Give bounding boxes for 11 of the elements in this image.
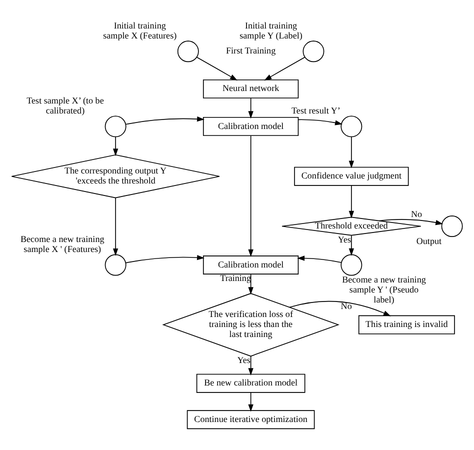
edge-label: No xyxy=(410,209,422,220)
node-label: Test result Y’ xyxy=(292,106,340,116)
node-label: Initial training sample X (Features) xyxy=(103,20,177,40)
node-label: Initial training sample Y (Label) xyxy=(240,20,302,40)
node-label: Output xyxy=(416,236,442,246)
edge-label: Yes xyxy=(338,234,352,244)
node-label: Become a new training sample X ' (Features) xyxy=(20,234,104,254)
node-label: Test sample X’ (to be calibrated) xyxy=(26,96,104,116)
edge-label: Yes xyxy=(237,354,250,365)
edge-label: Training xyxy=(220,272,251,283)
label: First Training xyxy=(226,46,276,56)
